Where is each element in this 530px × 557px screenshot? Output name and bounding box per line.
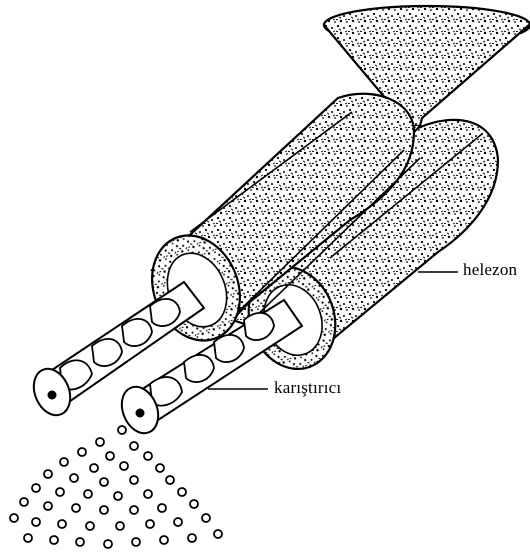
- helezon-label: helezon: [463, 260, 517, 280]
- output-pellets: [10, 426, 222, 548]
- karistirici-label: karıştırıcı: [274, 378, 341, 398]
